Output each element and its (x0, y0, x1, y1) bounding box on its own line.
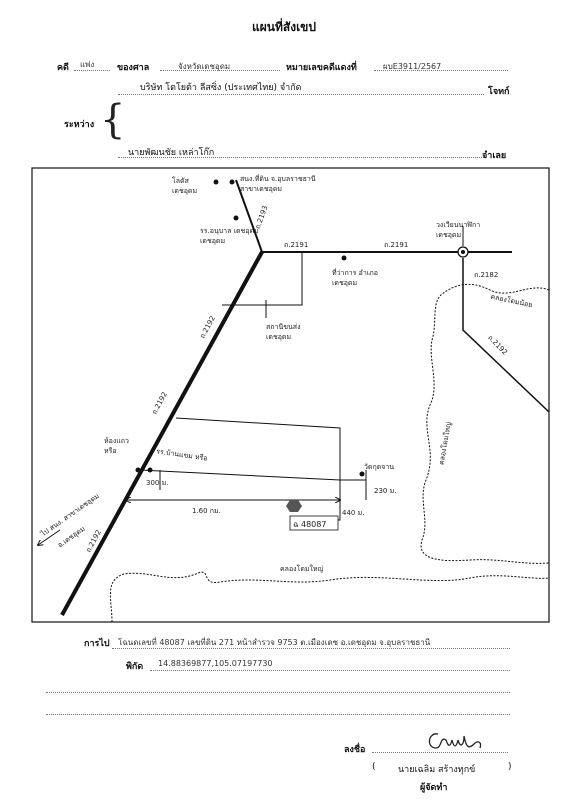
label-dist-300: 300 ม. (146, 479, 169, 487)
label-dist-440: 440 ม. (342, 509, 365, 517)
label-hall: ห้องแถว หรือ (104, 437, 129, 455)
school-dot (229, 179, 235, 185)
map-frame (31, 167, 550, 623)
canal-bottom (109, 571, 550, 623)
label-road-top-right: ถ.2191 (384, 241, 409, 249)
black-case-value: ผบE3911/2567 (383, 62, 442, 71)
brace: { (100, 97, 126, 143)
label-dist-160: 1.60 กม. (192, 507, 221, 515)
school2-dot (147, 467, 153, 473)
police-dot (213, 179, 219, 185)
black-case-label: หมายเลขคดีแดงที่ (286, 63, 357, 73)
branch-road-lower (139, 469, 341, 481)
label-road-top-mid: ถ.2191 (284, 241, 309, 249)
district-dot (341, 255, 347, 261)
road-to-right (462, 258, 550, 413)
route-label: การไป (84, 639, 110, 649)
temple-branch (340, 479, 367, 500)
defendant-name: นายพัฒนชัย เหล่าโก๊ก (128, 148, 215, 158)
label-canal-bottom: คลองโดมใหญ่ (280, 565, 324, 573)
page-title: แผนที่สังเขป (252, 20, 316, 34)
direction-arrow (38, 529, 61, 545)
case-label: คดี (57, 63, 69, 73)
sign-label: ลงชื่อ (344, 745, 366, 755)
route-value: โฉนดเลขที่ 48087 เลขที่ดิน 271 หน้าสำรวจ… (118, 638, 431, 647)
plaintiff-name: บริษัท โตโยต้า ลีสซิ่ง (ประเทศไทย) จำกัด (140, 83, 302, 93)
label-police: โลตัส เดชอุดม (172, 177, 198, 195)
label-district-office: ที่ว่าการ อำเภอเดชอุดม (332, 269, 378, 287)
coord-value: 14.88369877,105.07197730 (158, 659, 273, 668)
court-value: จังหวัดเดชอุดม (178, 62, 231, 71)
defendant-role: จำเลย (482, 151, 507, 161)
coord-label: พิกัด (126, 662, 144, 672)
label-parcel: ฉ 48087 (293, 520, 327, 529)
temple-dot (359, 471, 365, 477)
canal-right (420, 283, 550, 564)
court-label: ของศาล (117, 63, 150, 73)
label-hospital: รร.อนุบาล เดชอุดมเดชอุดม (200, 227, 259, 245)
parcel-marker (286, 500, 302, 512)
between-label: ระหว่าง (64, 120, 95, 130)
label-temple: วัดกุดจาน (364, 463, 395, 471)
label-dist-230: 230 ม. (374, 487, 397, 495)
hospital-dot (233, 215, 239, 221)
plaintiff-role: โจทก์ (488, 87, 510, 97)
label-road-right: ถ.2182 (474, 271, 499, 279)
signer-role: ผู้จัดทำ (420, 783, 448, 793)
signer-name: นายเฉลิม สร้างทุกข์ (398, 765, 476, 775)
branch-road-upper (175, 417, 341, 500)
signature-image (428, 733, 482, 749)
label-circle: วงเวียนนาฬิกา เดชอุดม (436, 221, 481, 239)
station-road (222, 251, 303, 306)
label-school: สนง.ที่ดิน จ.อุบลราชธานี สาขาเดชอุดม (240, 175, 316, 193)
parcel-box (289, 515, 339, 531)
hall-dot (135, 467, 141, 473)
case-type: แพ่ง (80, 60, 95, 69)
label-station: สถานีขนส่ง เดชอุดม (266, 323, 301, 341)
main-road-diagonal (60, 251, 264, 616)
main-road-to-school (235, 179, 263, 253)
